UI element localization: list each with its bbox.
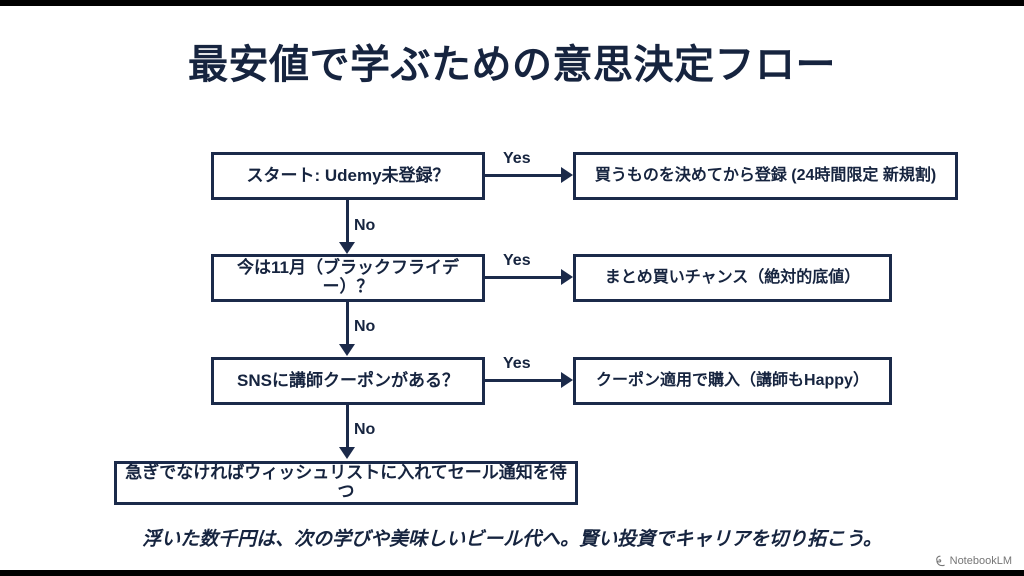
flow-node-outcome1[interactable]: 買うものを決めてから登録 (24時間限定 新規割) <box>573 152 958 200</box>
page-title: 最安値で学ぶための意思決定フロー <box>188 43 836 87</box>
edge-blackfri-outcome2-line <box>485 276 563 279</box>
flow-node-wishlist[interactable]: 急ぎでなければウィッシュリストに入れてセール通知を待つ <box>114 461 578 505</box>
edge-label-yes-1: Yes <box>503 150 531 167</box>
flow-node-coupon[interactable]: SNSに講師クーポンがある？ <box>211 357 485 405</box>
edge-start-outcome1-arrowhead <box>561 167 573 183</box>
flow-node-coupon-label: SNSに講師クーポンがある？ <box>237 370 459 390</box>
edge-blackfri-coupon-line <box>346 302 349 348</box>
edge-coupon-wishlist-arrowhead <box>339 447 355 459</box>
notebooklm-watermark-label: NotebookLM <box>949 555 1012 567</box>
edge-start-blackfri-line <box>346 200 349 246</box>
flow-node-outcome2[interactable]: まとめ買いチャンス（絶対的底値） <box>573 254 892 302</box>
edge-label-yes-2: Yes <box>503 252 531 269</box>
flow-node-outcome3-label: クーポン適用で購入（講師もHappy） <box>596 372 869 390</box>
flow-node-blackfri-label: 今は11月（ブラックフライデー）？ <box>237 258 459 296</box>
flow-node-outcome2-label: まとめ買いチャンス（絶対的底値） <box>604 269 861 287</box>
edge-label-no-3: No <box>354 421 376 438</box>
flow-node-outcome1-label: 買うものを決めてから登録 (24時間限定 新規割) <box>594 167 937 185</box>
notebooklm-spark-icon <box>934 555 946 567</box>
edge-start-blackfri-arrowhead <box>339 242 355 254</box>
notebooklm-watermark: NotebookLM <box>934 555 1012 567</box>
letterbox-top <box>0 0 1024 6</box>
edge-blackfri-outcome2-arrowhead <box>561 269 573 285</box>
slide-canvas: 最安値で学ぶための意思決定フロー スタート: Udemy未登録？ 買うものを決め… <box>0 6 1024 570</box>
flow-node-outcome3[interactable]: クーポン適用で購入（講師もHappy） <box>573 357 892 405</box>
flow-node-start[interactable]: スタート: Udemy未登録？ <box>211 152 485 200</box>
flow-node-blackfri[interactable]: 今は11月（ブラックフライデー）？ <box>211 254 485 302</box>
edge-label-no-1: No <box>354 217 376 234</box>
slide-caption: 浮いた数千円は、次の学びや美味しいビール代へ。賢い投資でキャリアを切り拓こう。 <box>142 529 882 550</box>
flow-node-start-label: スタート: Udemy未登録？ <box>246 165 450 185</box>
edge-label-no-2: No <box>354 318 376 335</box>
edge-label-yes-3: Yes <box>503 355 531 372</box>
edge-coupon-outcome3-line <box>485 379 563 382</box>
flow-node-wishlist-label: 急ぎでなければウィッシュリストに入れてセール通知を待つ <box>125 463 567 501</box>
edge-blackfri-coupon-arrowhead <box>339 344 355 356</box>
edge-start-outcome1-line <box>485 174 563 177</box>
letterbox-bottom <box>0 570 1024 576</box>
edge-coupon-outcome3-arrowhead <box>561 372 573 388</box>
edge-coupon-wishlist-line <box>346 405 349 451</box>
